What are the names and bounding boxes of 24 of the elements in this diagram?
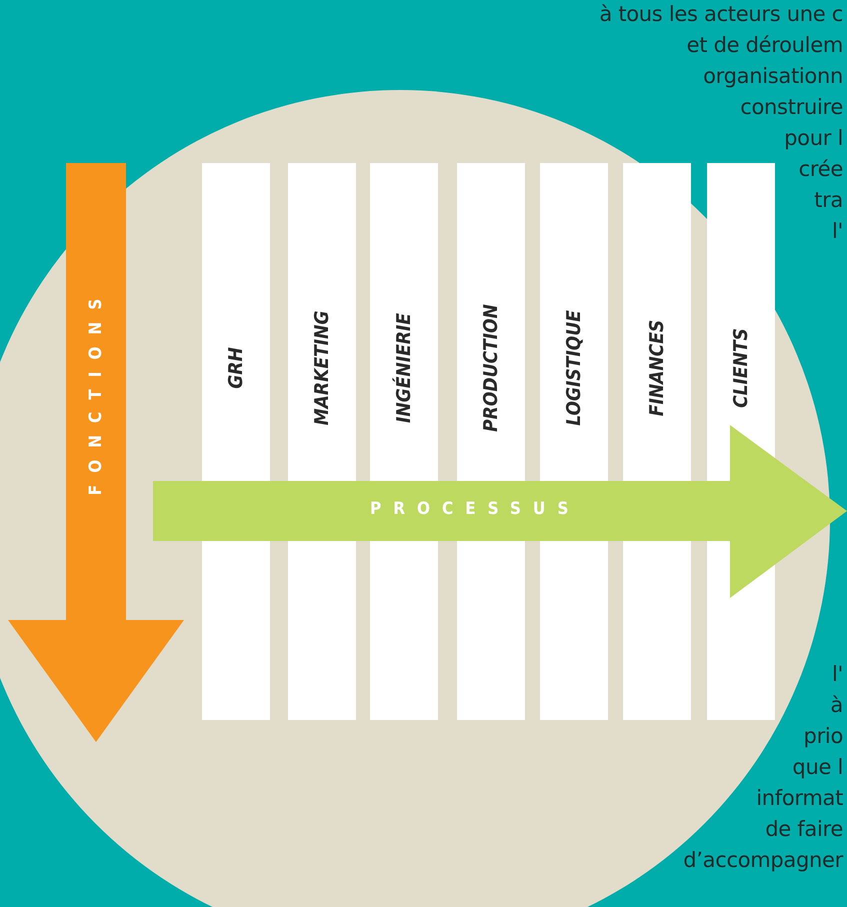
text-line: à (830, 693, 843, 717)
column-label: GRH (225, 347, 247, 389)
text-line: à tous les acteurs une c (599, 2, 843, 26)
text-line: d’accompagner (683, 848, 843, 872)
text-line: prio (804, 724, 843, 748)
column-label: CLIENTS (730, 328, 752, 408)
text-line: informat (756, 786, 843, 810)
text-line: tra (814, 188, 843, 212)
text-line: construire (740, 95, 843, 119)
column-label: INGÉNIERIE (393, 313, 415, 423)
column-label: MARKETING (311, 310, 333, 426)
text-line: pour l (784, 126, 843, 150)
text-line: de faire (765, 817, 843, 841)
text-line: organisationn (703, 64, 843, 88)
arrow-label: PROCESSUS (370, 499, 580, 519)
column-label: FINANCES (646, 320, 668, 416)
text-line: que l (792, 755, 843, 779)
text-line: l' (832, 219, 843, 243)
text-line: l' (832, 662, 843, 686)
text-line: et de déroulem (686, 33, 843, 57)
column-label: LOGISTIQUE (563, 310, 585, 426)
text-line: crée (798, 157, 843, 181)
arrow-label: FONCTIONS (86, 286, 106, 496)
column-label: PRODUCTION (480, 304, 502, 432)
